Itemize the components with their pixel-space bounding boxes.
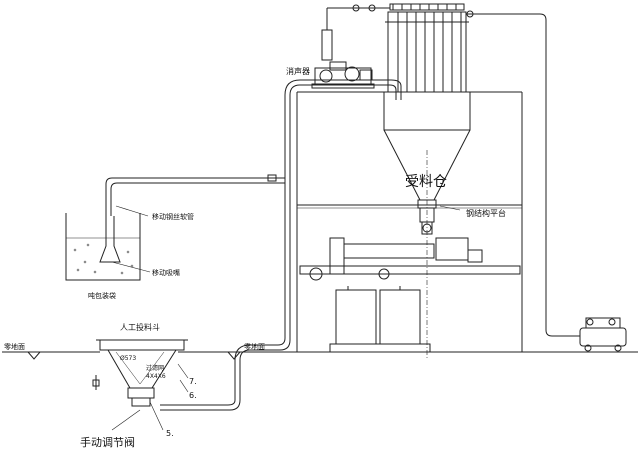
ton-bag bbox=[65, 213, 141, 281]
label-dim-top: Ø573 bbox=[120, 355, 136, 362]
label-strainer-spec: 4X4X6 bbox=[146, 373, 166, 380]
label-silencer: 消声器 bbox=[286, 66, 310, 76]
leader-lines bbox=[111, 205, 461, 431]
label-part7: 7. bbox=[189, 377, 197, 386]
label-receiving-bin: 受料仓 bbox=[405, 174, 447, 190]
label-manual-valve: 手动调节阀 bbox=[80, 435, 135, 449]
air-line bbox=[466, 10, 580, 337]
filter-top-unit bbox=[385, 3, 469, 93]
manual-feed-hopper bbox=[92, 339, 188, 407]
lower-tanks bbox=[329, 286, 431, 353]
label-ground-left: 零地面 bbox=[4, 342, 25, 351]
label-ton-bag: 吨包装袋 bbox=[88, 291, 116, 300]
label-ground-mid: 零地面 bbox=[244, 342, 265, 351]
silencer-blower bbox=[311, 4, 390, 89]
conveying-pipe bbox=[105, 79, 402, 411]
label-suction-nozzle: 移动吸嘴 bbox=[152, 268, 180, 277]
label-part5: 5. bbox=[166, 429, 174, 438]
label-manual-hopper: 人工投料斗 bbox=[120, 322, 160, 332]
label-flexible-hose: 移动钢丝软管 bbox=[152, 212, 194, 221]
ground-line bbox=[2, 351, 638, 360]
label-steel-platform: 钢结构平台 bbox=[466, 208, 506, 218]
air-compressor bbox=[579, 317, 627, 352]
label-strainer: 过滤网 bbox=[146, 364, 164, 372]
screw-conveyor bbox=[299, 237, 521, 281]
building-frame bbox=[296, 91, 523, 352]
label-part6: 6. bbox=[189, 391, 197, 400]
